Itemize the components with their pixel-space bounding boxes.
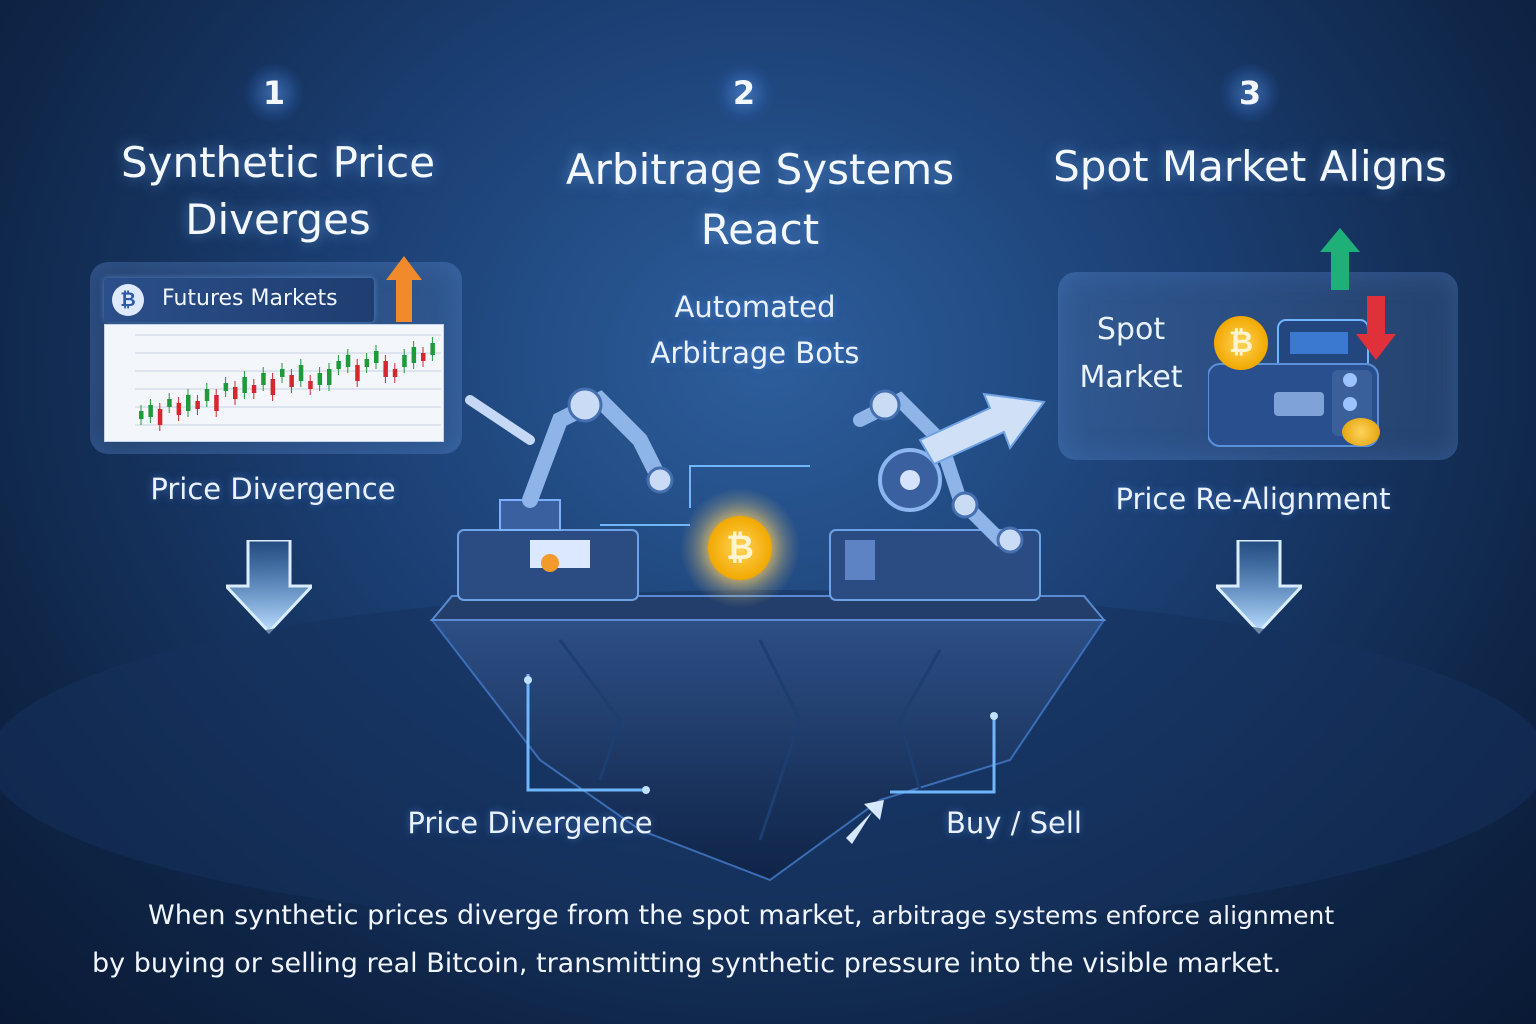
step-3-title: Spot Market Aligns [1053,142,1447,191]
candle-body [289,375,294,387]
candle-body [204,389,210,401]
spot-market-panel: Spot Market ₿ [1058,228,1458,460]
step-2-subtitle-line2: Arbitrage Bots [650,336,860,370]
candle-body [298,365,304,381]
candle-body [421,353,426,361]
down-arrow-icon [1356,296,1396,360]
step-1-number: 1 [244,63,304,123]
step-2-title-line2: React [700,205,820,254]
step-2-number: 2 [714,63,774,123]
step-1-title-line1: Synthetic Price [120,138,436,187]
candle-body [336,361,341,369]
step-1-title-line2: Diverges [185,195,371,244]
candle-body [411,347,417,363]
caption-line-1: When synthetic prices diverge from the s… [148,900,1334,931]
candle-body [223,383,229,391]
candle-body [317,373,323,385]
candle-body [167,399,172,407]
candle-body [242,377,247,393]
bitcoin-icon: ₿ [112,284,144,316]
candle-body [345,355,351,367]
candle-body [308,381,313,389]
step-3-label: Price Re-Alignment [1115,482,1391,516]
candle-body [383,361,388,377]
wallet-icon [1208,319,1379,447]
candle-body [392,369,398,377]
candle-body [157,409,163,425]
candle-body [430,343,435,355]
candle-body [195,401,200,409]
candlestick-plot [135,334,441,431]
candle-body [214,395,219,411]
futures-markets-label: Futures Markets [162,286,338,311]
candle-body [402,355,407,367]
candle-body [251,385,257,393]
candle-body [280,369,285,377]
step-3-number: 3 [1220,63,1280,123]
up-arrow-icon [1320,228,1360,290]
coin-stack-icon [1342,418,1380,446]
candlestick-chart [104,324,444,442]
futures-markets-panel: ₿ Futures Markets [90,256,462,454]
candle-body [176,403,182,415]
candle-body [270,379,276,395]
candle-body [233,387,238,399]
down-arrow-icon [1216,540,1302,634]
candle-body [261,373,266,385]
spot-market-label: Spot Market [1076,306,1186,402]
candle-body [374,351,379,363]
candle-body [186,395,191,411]
candle-body [327,369,332,385]
bottom-label-price-divergence: Price Divergence [407,806,653,840]
step-1-label: Price Divergence [150,472,396,506]
bottom-label-buy-sell: Buy / Sell [945,806,1082,840]
step-2-subtitle-line1: Automated [674,290,836,324]
spot-market-label-line2: Market [1079,360,1183,395]
bitcoin-coin-icon: ₿ [1214,316,1268,370]
caption-line-1b: arbitrage systems enforce alignment [871,901,1335,930]
candle-body [139,411,144,419]
candle-body [364,359,370,367]
down-arrow-icon [226,540,312,634]
futures-markets-header: ₿ Futures Markets [104,278,374,322]
candle-body [148,405,153,417]
up-arrow-icon [386,256,422,322]
step-2-title-line1: Arbitrage Systems [565,145,955,194]
candle-body [355,365,360,381]
caption-line-1a: When synthetic prices diverge from the s… [148,900,863,931]
spot-market-label-line1: Spot [1096,312,1166,347]
bitcoin-coin-icon: ₿ [708,516,772,580]
caption-line-2: by buying or selling real Bitcoin, trans… [92,948,1282,979]
